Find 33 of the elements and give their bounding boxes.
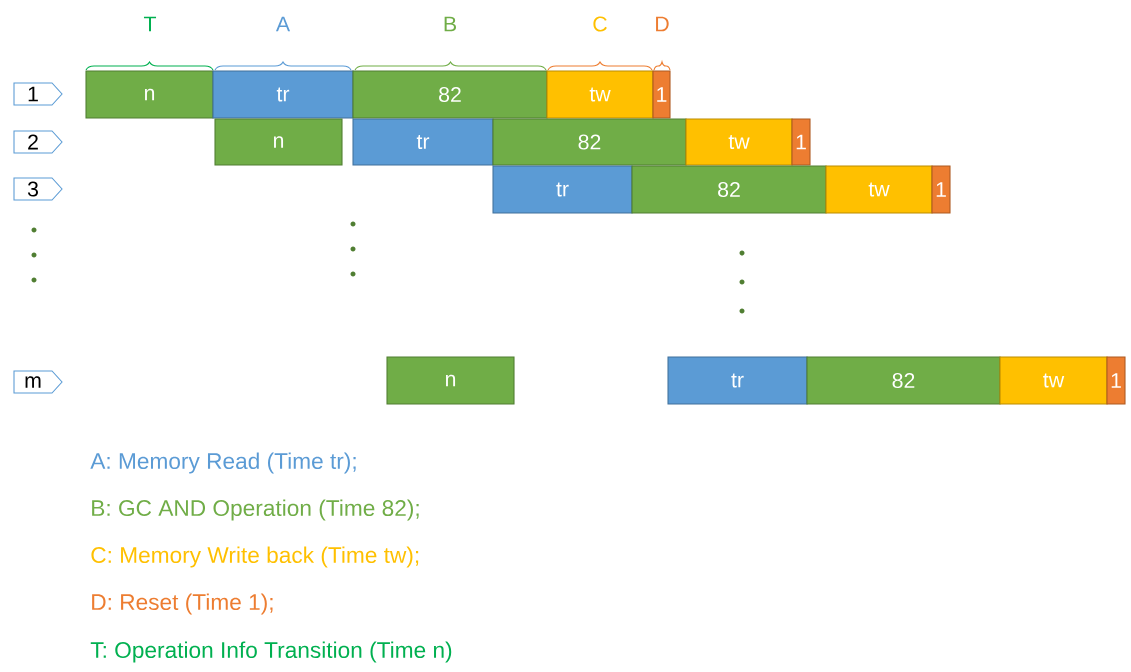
phase-letter: C xyxy=(593,16,607,32)
time-bar: 1 xyxy=(931,165,951,214)
time-bar: tr xyxy=(212,70,354,119)
row-tag: 2 xyxy=(13,130,63,154)
row-tag: m xyxy=(13,370,63,394)
phase-letter: B xyxy=(444,16,456,32)
row-tag: 1 xyxy=(13,82,63,106)
phase-letter: A xyxy=(275,16,291,32)
phase-letter: T xyxy=(143,16,157,32)
phase-letter: D xyxy=(656,16,669,32)
legend-line: A: Memory Read (Time tr); xyxy=(90,452,356,474)
time-bar: tw xyxy=(825,165,933,214)
legend-line: B: GC AND Operation (Time 82); xyxy=(92,499,419,521)
time-bar: 82 xyxy=(492,118,687,166)
time-bar: tr xyxy=(352,118,494,166)
time-bar: tw xyxy=(999,356,1108,405)
legend-line: D: Reset (Time 1); xyxy=(92,593,273,615)
legend-line: C: Memory Write back (Time tw); xyxy=(91,546,419,568)
row-tag: 3 xyxy=(13,177,63,201)
time-bar: 82 xyxy=(806,356,1001,405)
time-bar: tw xyxy=(546,70,654,119)
time-bar: 82 xyxy=(352,70,548,119)
legend-line: T: Operation Info Transition (Time n) xyxy=(90,641,452,663)
time-bar: 1 xyxy=(791,118,811,166)
time-bar: tr xyxy=(492,165,633,214)
time-bar: 1 xyxy=(1106,356,1126,405)
time-bar: n xyxy=(386,356,515,405)
time-bar: tr xyxy=(667,356,808,405)
time-bar: n xyxy=(214,118,343,166)
time-bar: 82 xyxy=(631,165,827,214)
time-bar: tw xyxy=(685,118,793,166)
time-bar: n xyxy=(85,70,214,119)
time-bar: 1 xyxy=(652,70,671,119)
